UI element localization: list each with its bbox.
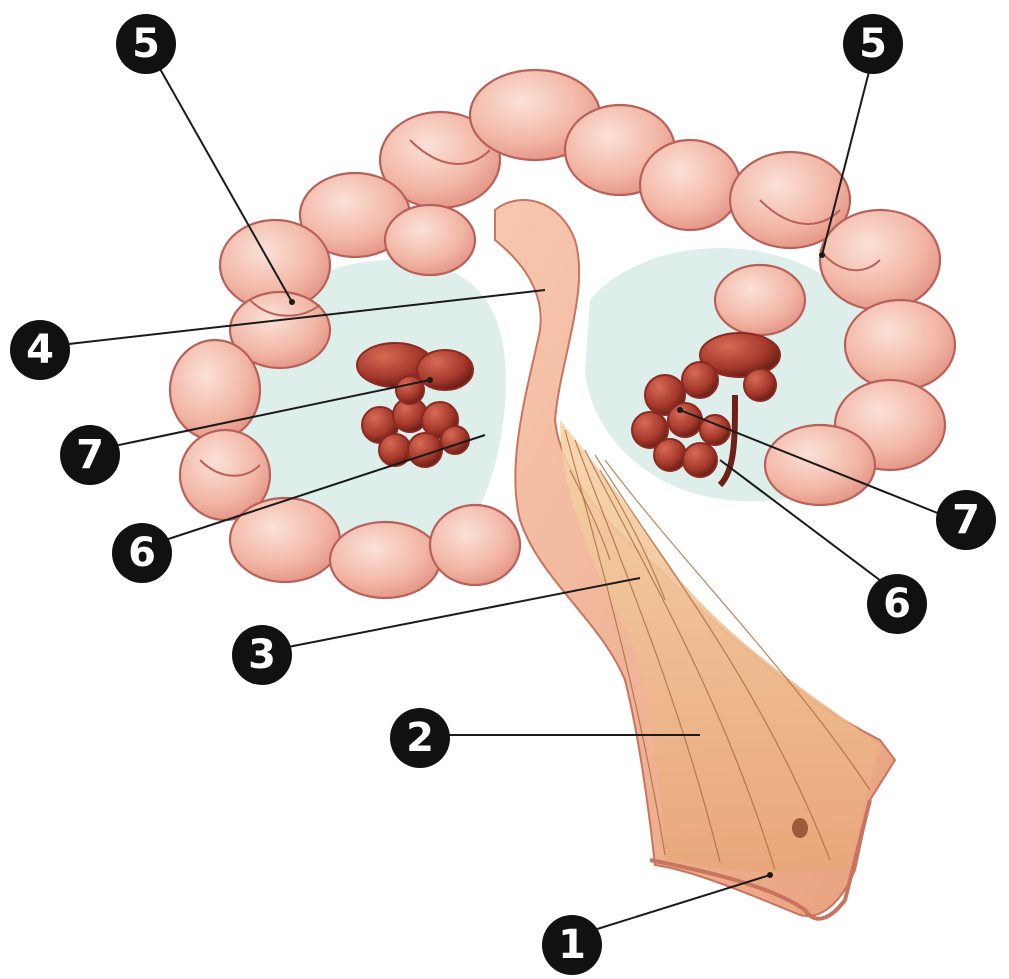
marker-5-right: 5 (843, 14, 903, 74)
marker-4: 4 (10, 320, 70, 380)
fiber-node (792, 818, 808, 838)
marker-6-left-text: 6 (128, 530, 156, 576)
marker-3-text: 3 (248, 632, 276, 678)
marker-7-right: 7 (936, 490, 996, 550)
marker-2-text: 2 (406, 715, 434, 761)
marker-3: 3 (232, 625, 292, 685)
marker-2: 2 (390, 708, 450, 768)
marker-7-right-text: 7 (952, 497, 980, 543)
marker-5-right-text: 5 (859, 21, 887, 67)
marker-6-right: 6 (867, 574, 927, 634)
marker-1-text: 1 (558, 922, 586, 968)
marker-6-right-text: 6 (883, 581, 911, 627)
marker-7-left: 7 (60, 425, 120, 485)
marker-5-left: 5 (116, 14, 176, 74)
marker-6-left: 6 (112, 523, 172, 583)
leader-1 (578, 875, 770, 935)
marker-1: 1 (542, 915, 602, 975)
marker-4-text: 4 (26, 327, 54, 373)
marker-7-left-text: 7 (76, 432, 104, 478)
marker-5-left-text: 5 (132, 21, 160, 67)
